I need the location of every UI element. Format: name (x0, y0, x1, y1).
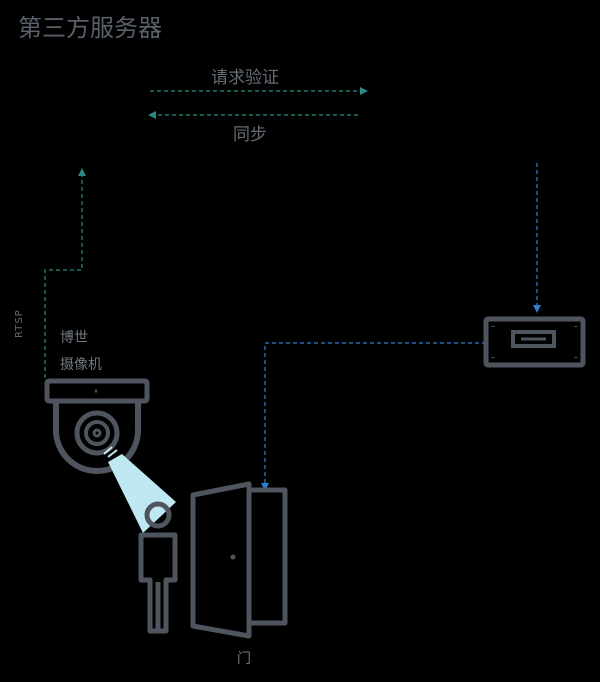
rtsp-label: RTSP (14, 309, 25, 338)
dome-camera-icon (44, 378, 150, 474)
access-controller-icon (483, 316, 586, 368)
sync-label: 同步 (233, 125, 267, 145)
request-verification-label: 请求验证 (211, 68, 279, 88)
camera-view-beam (108, 454, 176, 533)
controller-to-door-arrow (261, 342, 486, 491)
camera-beam-rays (103, 446, 118, 458)
camera-brand-label: 博世 (60, 330, 88, 346)
rtsp-stream-arrow (44, 168, 86, 378)
camera-type-label: 摄像机 (60, 357, 102, 373)
door-icon (190, 481, 288, 639)
door-label: 门 (237, 651, 251, 667)
server-title: 第三方服务器 (18, 14, 162, 42)
person-icon (138, 501, 178, 634)
